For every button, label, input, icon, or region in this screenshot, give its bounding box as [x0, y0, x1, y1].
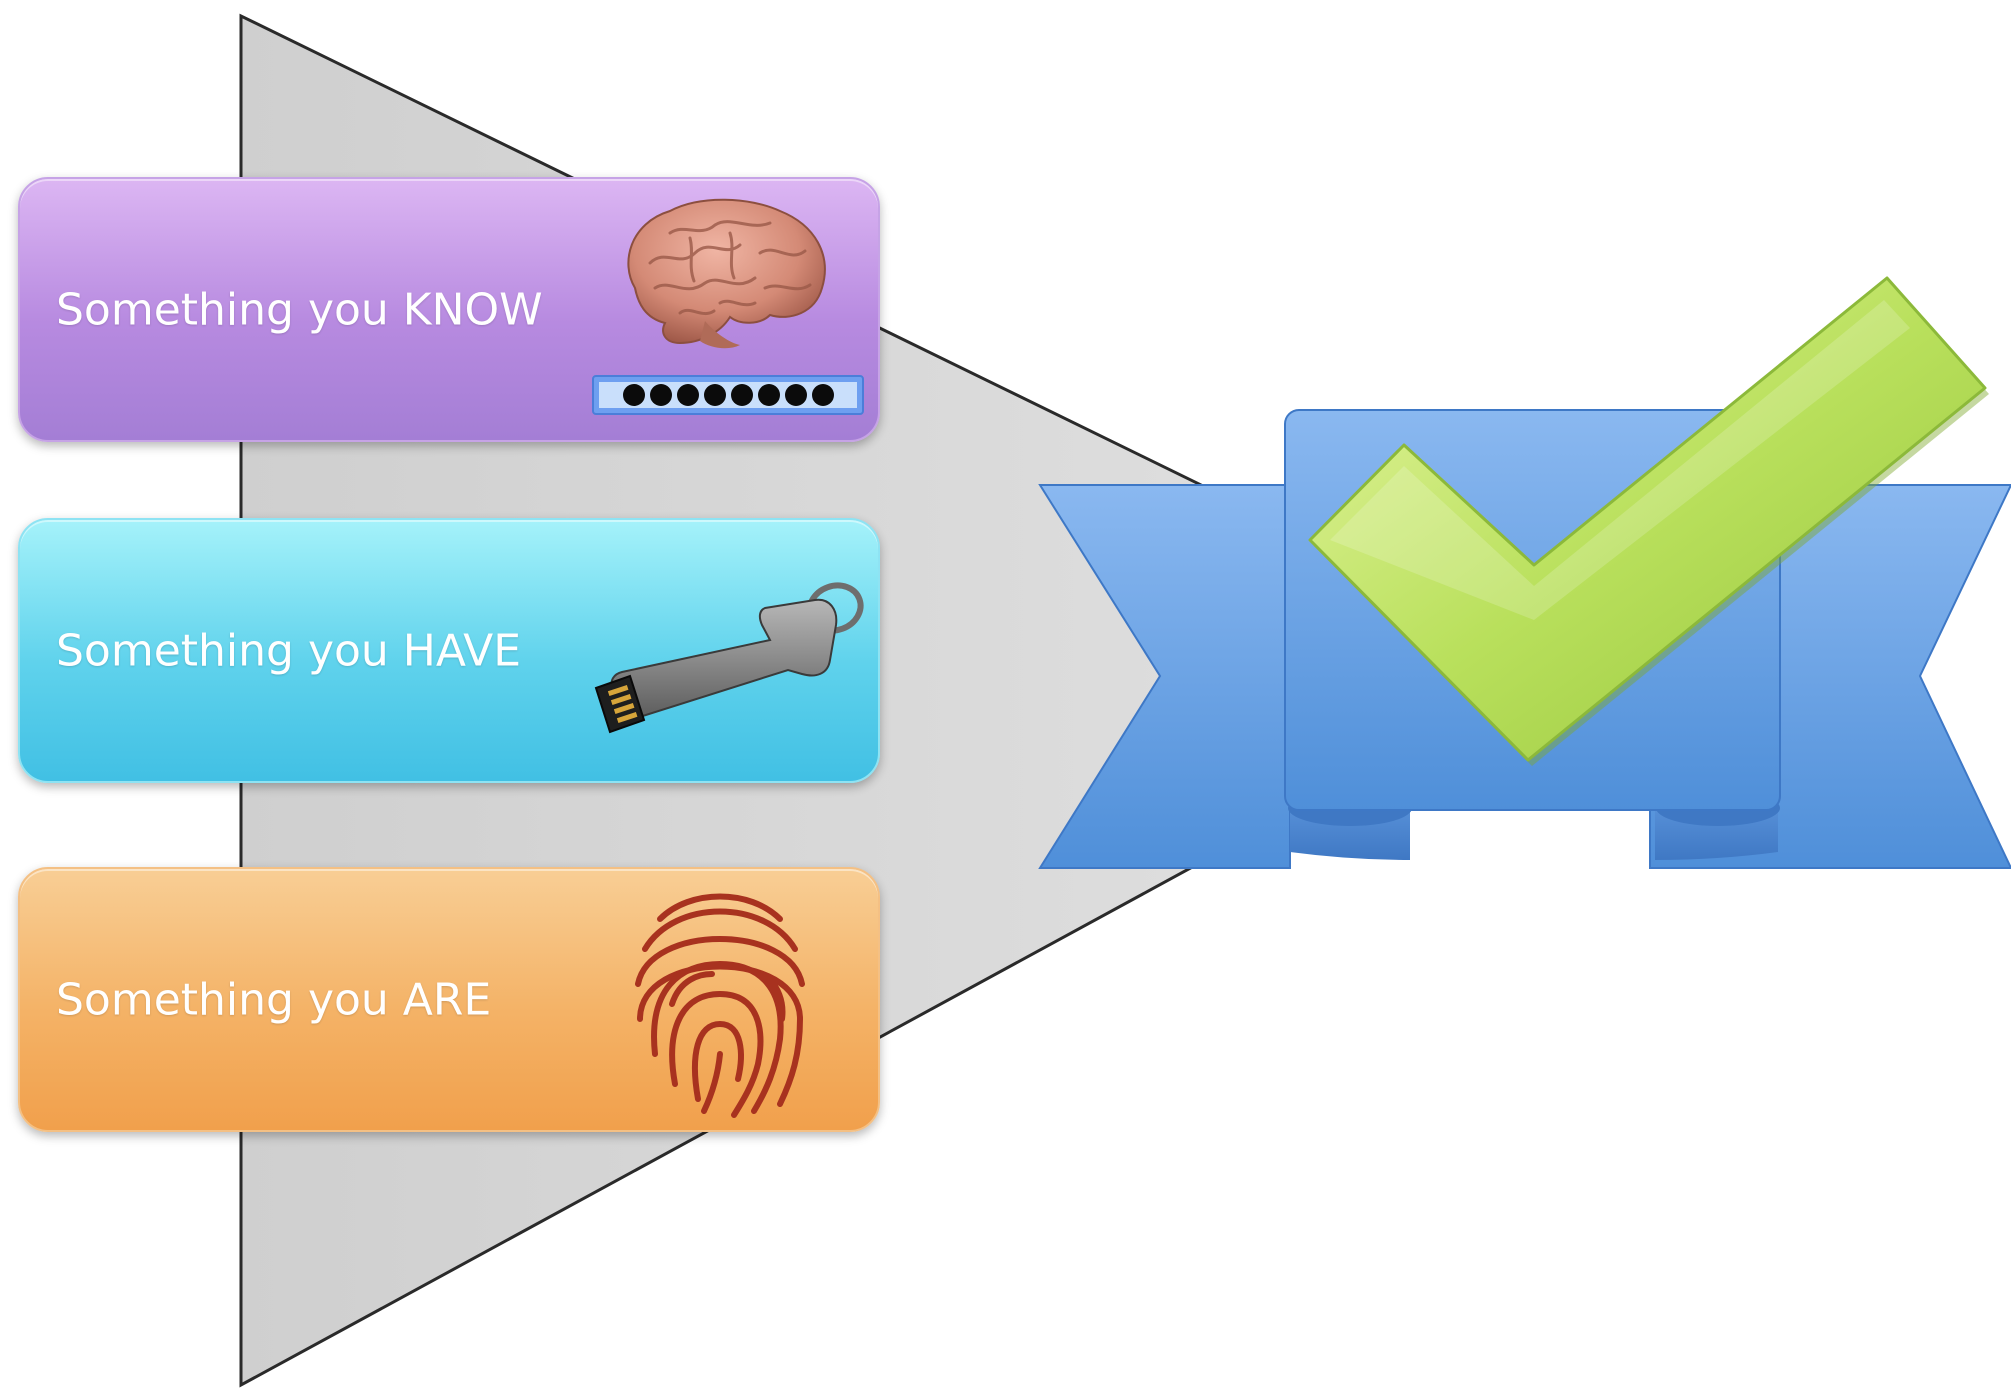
- password-dot: [703, 384, 726, 406]
- usb-key-icon: [594, 582, 864, 734]
- factor-card-know: Something you KNOW: [18, 177, 880, 442]
- fingerprint-icon: [635, 893, 805, 1118]
- brain-icon: [627, 198, 826, 349]
- password-dot: [676, 384, 699, 406]
- password-dot: [730, 384, 753, 406]
- password-dot: [649, 384, 672, 406]
- password-dot: [784, 384, 807, 406]
- password-dot: [757, 384, 780, 406]
- checkmark-icon: [1308, 276, 1989, 766]
- factor-label-are: Something you ARE: [56, 974, 492, 1025]
- factor-card-have: Something you HAVE: [18, 518, 880, 783]
- factor-label-know: Something you KNOW: [56, 284, 543, 335]
- password-dots: [599, 382, 857, 408]
- password-dot: [622, 384, 645, 406]
- factor-card-are: Something you ARE: [18, 867, 880, 1132]
- factor-label-have: Something you HAVE: [56, 625, 522, 676]
- password-dot: [811, 384, 834, 406]
- password-field-icon: [592, 375, 864, 415]
